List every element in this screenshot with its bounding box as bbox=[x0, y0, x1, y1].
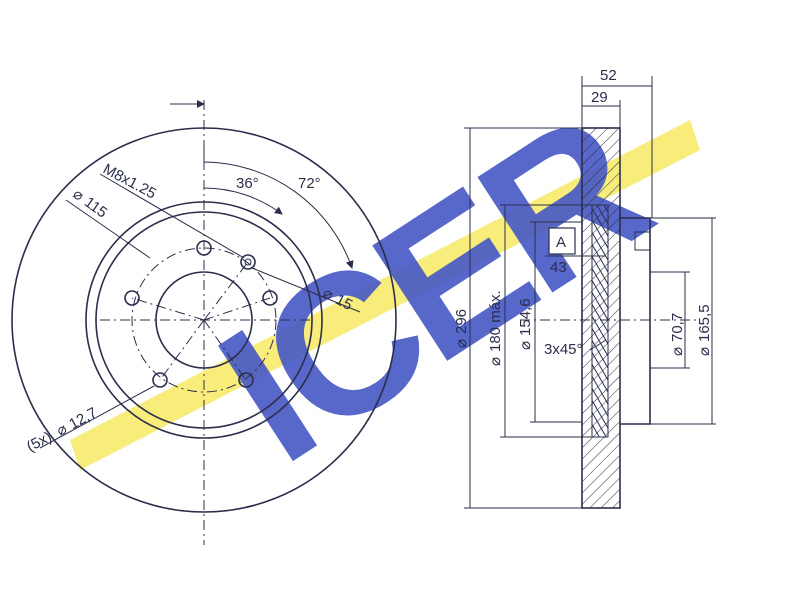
chamfer-label: 3x45° bbox=[544, 341, 583, 358]
diameter-symbol: ⌀ bbox=[453, 339, 470, 348]
radial-line bbox=[203, 297, 271, 321]
stud-hole bbox=[196, 240, 212, 256]
hub-dia-label: 165,5 bbox=[696, 304, 713, 342]
hat-dia-dim: ⌀ 154,6 bbox=[517, 298, 534, 350]
chamfer-leader bbox=[589, 339, 607, 351]
width-total-label: 52 bbox=[600, 67, 617, 84]
stud-hole bbox=[262, 290, 278, 306]
pilot-leader bbox=[251, 267, 361, 313]
threaded-hole bbox=[240, 254, 256, 270]
thread-leader bbox=[99, 173, 245, 259]
radial-line bbox=[203, 319, 247, 381]
hat-profile bbox=[620, 217, 651, 425]
radial-line bbox=[131, 297, 205, 321]
hat-dia-label: 154,6 bbox=[517, 298, 534, 336]
watermark-yellow-band bbox=[70, 120, 700, 470]
thread-label: M8x1.25 bbox=[100, 161, 159, 203]
hub-dia-dim: ⌀ 165,5 bbox=[696, 304, 713, 356]
outer-dia-dim: ⌀ 296 bbox=[453, 309, 470, 348]
stud-hole-leader bbox=[39, 385, 155, 449]
angle-arc-72 bbox=[203, 161, 354, 269]
datum-label: A bbox=[556, 234, 566, 251]
width-disc-label: 29 bbox=[591, 89, 608, 106]
pilot-hole-label: 15 bbox=[332, 291, 355, 314]
max-dia-dim: ⌀ 180 máx. bbox=[487, 290, 504, 366]
radial-line bbox=[159, 319, 205, 381]
stud-hole bbox=[238, 372, 254, 388]
angle-large-label: 72° bbox=[298, 175, 321, 192]
radial-line bbox=[203, 261, 249, 321]
center-bore-label: 70,7 bbox=[669, 313, 686, 342]
offset-label: 43 bbox=[550, 259, 567, 276]
section-view: 52 29 A 43 3x45° ⌀ 296 ⌀ 180 máx. bbox=[453, 67, 716, 509]
front-view: M8x1.25 ⌀ 115 36° 72° ⌀ 15 (5x) ⌀ 12,7 bbox=[11, 100, 397, 545]
bolt-circle-leader bbox=[65, 199, 151, 259]
stud-hole bbox=[124, 290, 140, 306]
bolt-circle-label: 115 bbox=[81, 194, 110, 222]
angle-small-label: 36° bbox=[236, 175, 259, 192]
outer-dia-label: 296 bbox=[453, 309, 470, 334]
datum-box bbox=[548, 227, 576, 255]
diameter-symbol: ⌀ bbox=[487, 357, 504, 366]
diameter-symbol: ⌀ bbox=[54, 420, 70, 439]
diameter-symbol: ⌀ bbox=[669, 347, 686, 356]
hub-step bbox=[634, 231, 651, 251]
diameter-symbol: ⌀ bbox=[517, 341, 534, 350]
center-bore-dim: ⌀ 70,7 bbox=[669, 313, 686, 356]
vent-section bbox=[591, 204, 609, 438]
diameter-symbol: ⌀ bbox=[696, 347, 713, 356]
max-dia-label: 180 máx. bbox=[487, 290, 504, 352]
angle-arc-36 bbox=[203, 187, 283, 215]
threaded-hole-inner bbox=[244, 258, 252, 266]
stud-holes-prefix: (5x) bbox=[24, 428, 55, 455]
stud-hole bbox=[152, 372, 168, 388]
